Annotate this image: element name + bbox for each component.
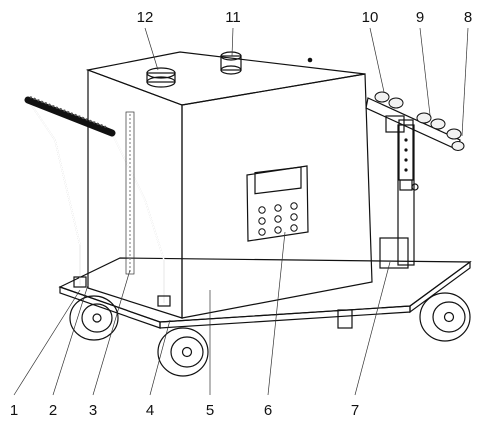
lift-column xyxy=(379,119,419,269)
knob-cap xyxy=(220,51,242,75)
main-housing xyxy=(85,51,373,319)
wheel-rear xyxy=(419,292,471,342)
filler-cap-large xyxy=(146,67,176,88)
caster-mid xyxy=(337,309,353,329)
cart-platform xyxy=(58,257,472,329)
callout-9: 9 xyxy=(416,9,424,26)
nozzle-arm xyxy=(365,91,465,151)
callout-7: 7 xyxy=(351,402,359,419)
callout-12: 12 xyxy=(137,9,154,26)
callout-6: 6 xyxy=(264,402,272,419)
callout-2: 2 xyxy=(49,402,57,419)
callout-4: 4 xyxy=(146,402,154,419)
control-panel xyxy=(246,165,309,242)
push-handle xyxy=(24,96,171,307)
wheel-front xyxy=(157,327,209,377)
callout-11: 11 xyxy=(225,9,241,26)
callout-5: 5 xyxy=(206,402,214,419)
callout-8: 8 xyxy=(464,9,472,26)
callout-10: 10 xyxy=(362,9,379,26)
wheel-front-left xyxy=(69,295,119,341)
callout-labels: 1 2 3 4 5 6 7 8 9 10 11 12 xyxy=(10,9,472,419)
callout-3: 3 xyxy=(89,402,97,419)
leader-lines xyxy=(13,27,469,396)
callout-1: 1 xyxy=(10,402,18,419)
